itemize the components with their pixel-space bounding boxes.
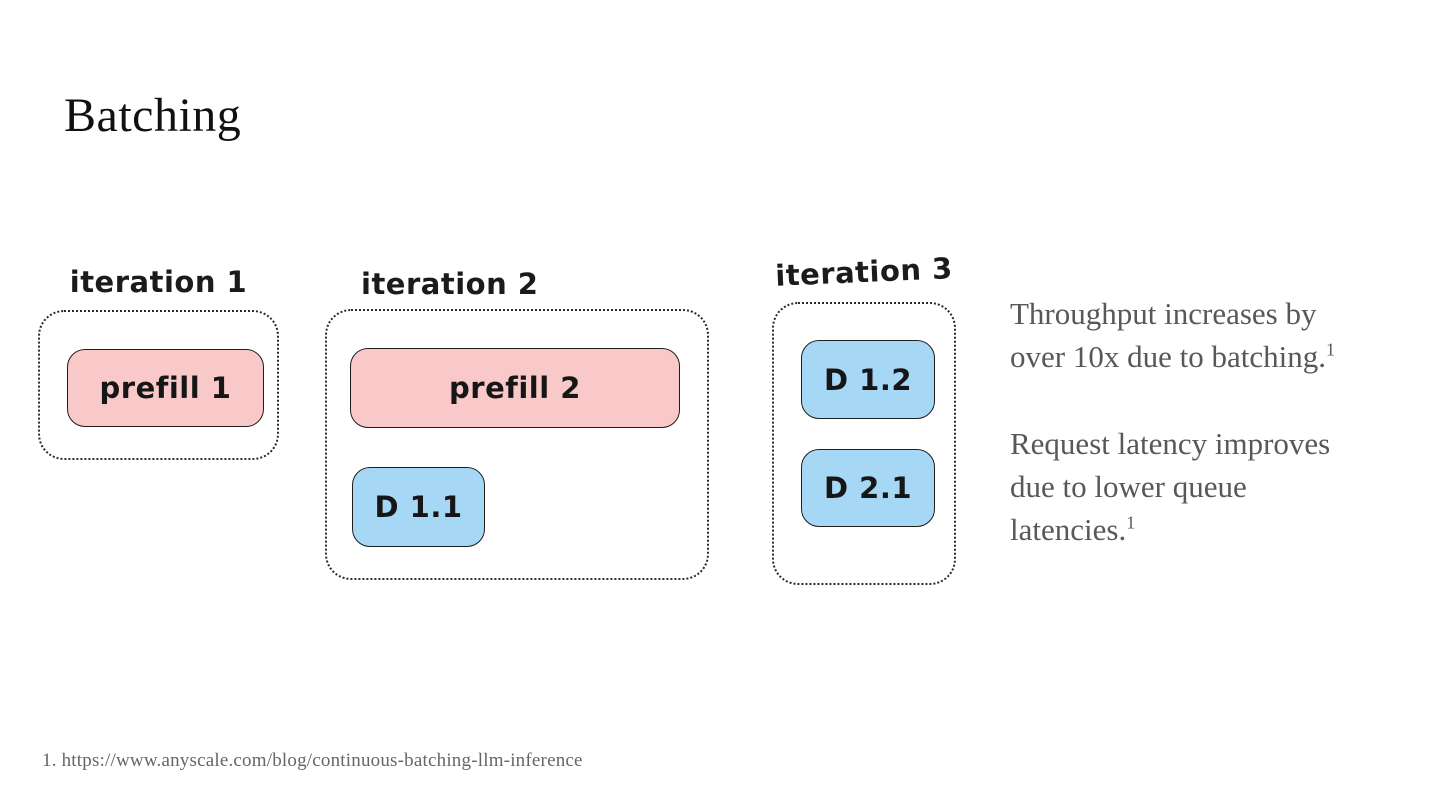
- iteration-2-group: iteration 2 prefill 2 D 1.1: [325, 264, 709, 580]
- note-text: latencies.: [1010, 512, 1127, 547]
- note-line-last: over 10x due to batching.1: [1010, 335, 1410, 378]
- block-prefill-1: prefill 1: [67, 349, 264, 427]
- block-decode-2-1: D 2.1: [801, 449, 935, 527]
- block-decode-1-2: D 1.2: [801, 340, 935, 419]
- page-title: Batching: [64, 89, 242, 142]
- footnote-link[interactable]: 1. https://www.anyscale.com/blog/continu…: [42, 750, 583, 771]
- note-text: over 10x due to batching.: [1010, 339, 1326, 374]
- iteration-3-group: iteration 3 D 1.2 D 2.1: [772, 251, 956, 585]
- note-line: due to lower queue: [1010, 469, 1247, 504]
- iteration-2-label: iteration 2: [361, 267, 539, 301]
- iteration-3-label: iteration 3: [774, 251, 954, 293]
- iteration-1-box: prefill 1: [38, 310, 279, 460]
- note-latency: Request latency improves due to lower qu…: [1010, 422, 1410, 551]
- note-throughput: Throughput increases by over 10x due to …: [1010, 292, 1410, 378]
- footnote-marker: 1: [1126, 512, 1136, 533]
- iteration-3-box: D 1.2 D 2.1: [772, 302, 956, 585]
- notes-panel: Throughput increases by over 10x due to …: [1010, 292, 1410, 551]
- note-line-last: latencies.1: [1010, 508, 1410, 551]
- block-decode-1-1: D 1.1: [352, 467, 485, 547]
- iteration-1-group: iteration 1 prefill 1: [38, 262, 279, 460]
- iteration-1-label: iteration 1: [69, 265, 248, 299]
- note-line: Request latency improves: [1010, 426, 1331, 461]
- note-line: Throughput increases by: [1010, 296, 1317, 331]
- footnote: 1. https://www.anyscale.com/blog/continu…: [42, 750, 583, 772]
- iteration-2-box: prefill 2 D 1.1: [325, 309, 709, 580]
- block-prefill-2: prefill 2: [350, 348, 680, 428]
- footnote-marker: 1: [1325, 339, 1335, 360]
